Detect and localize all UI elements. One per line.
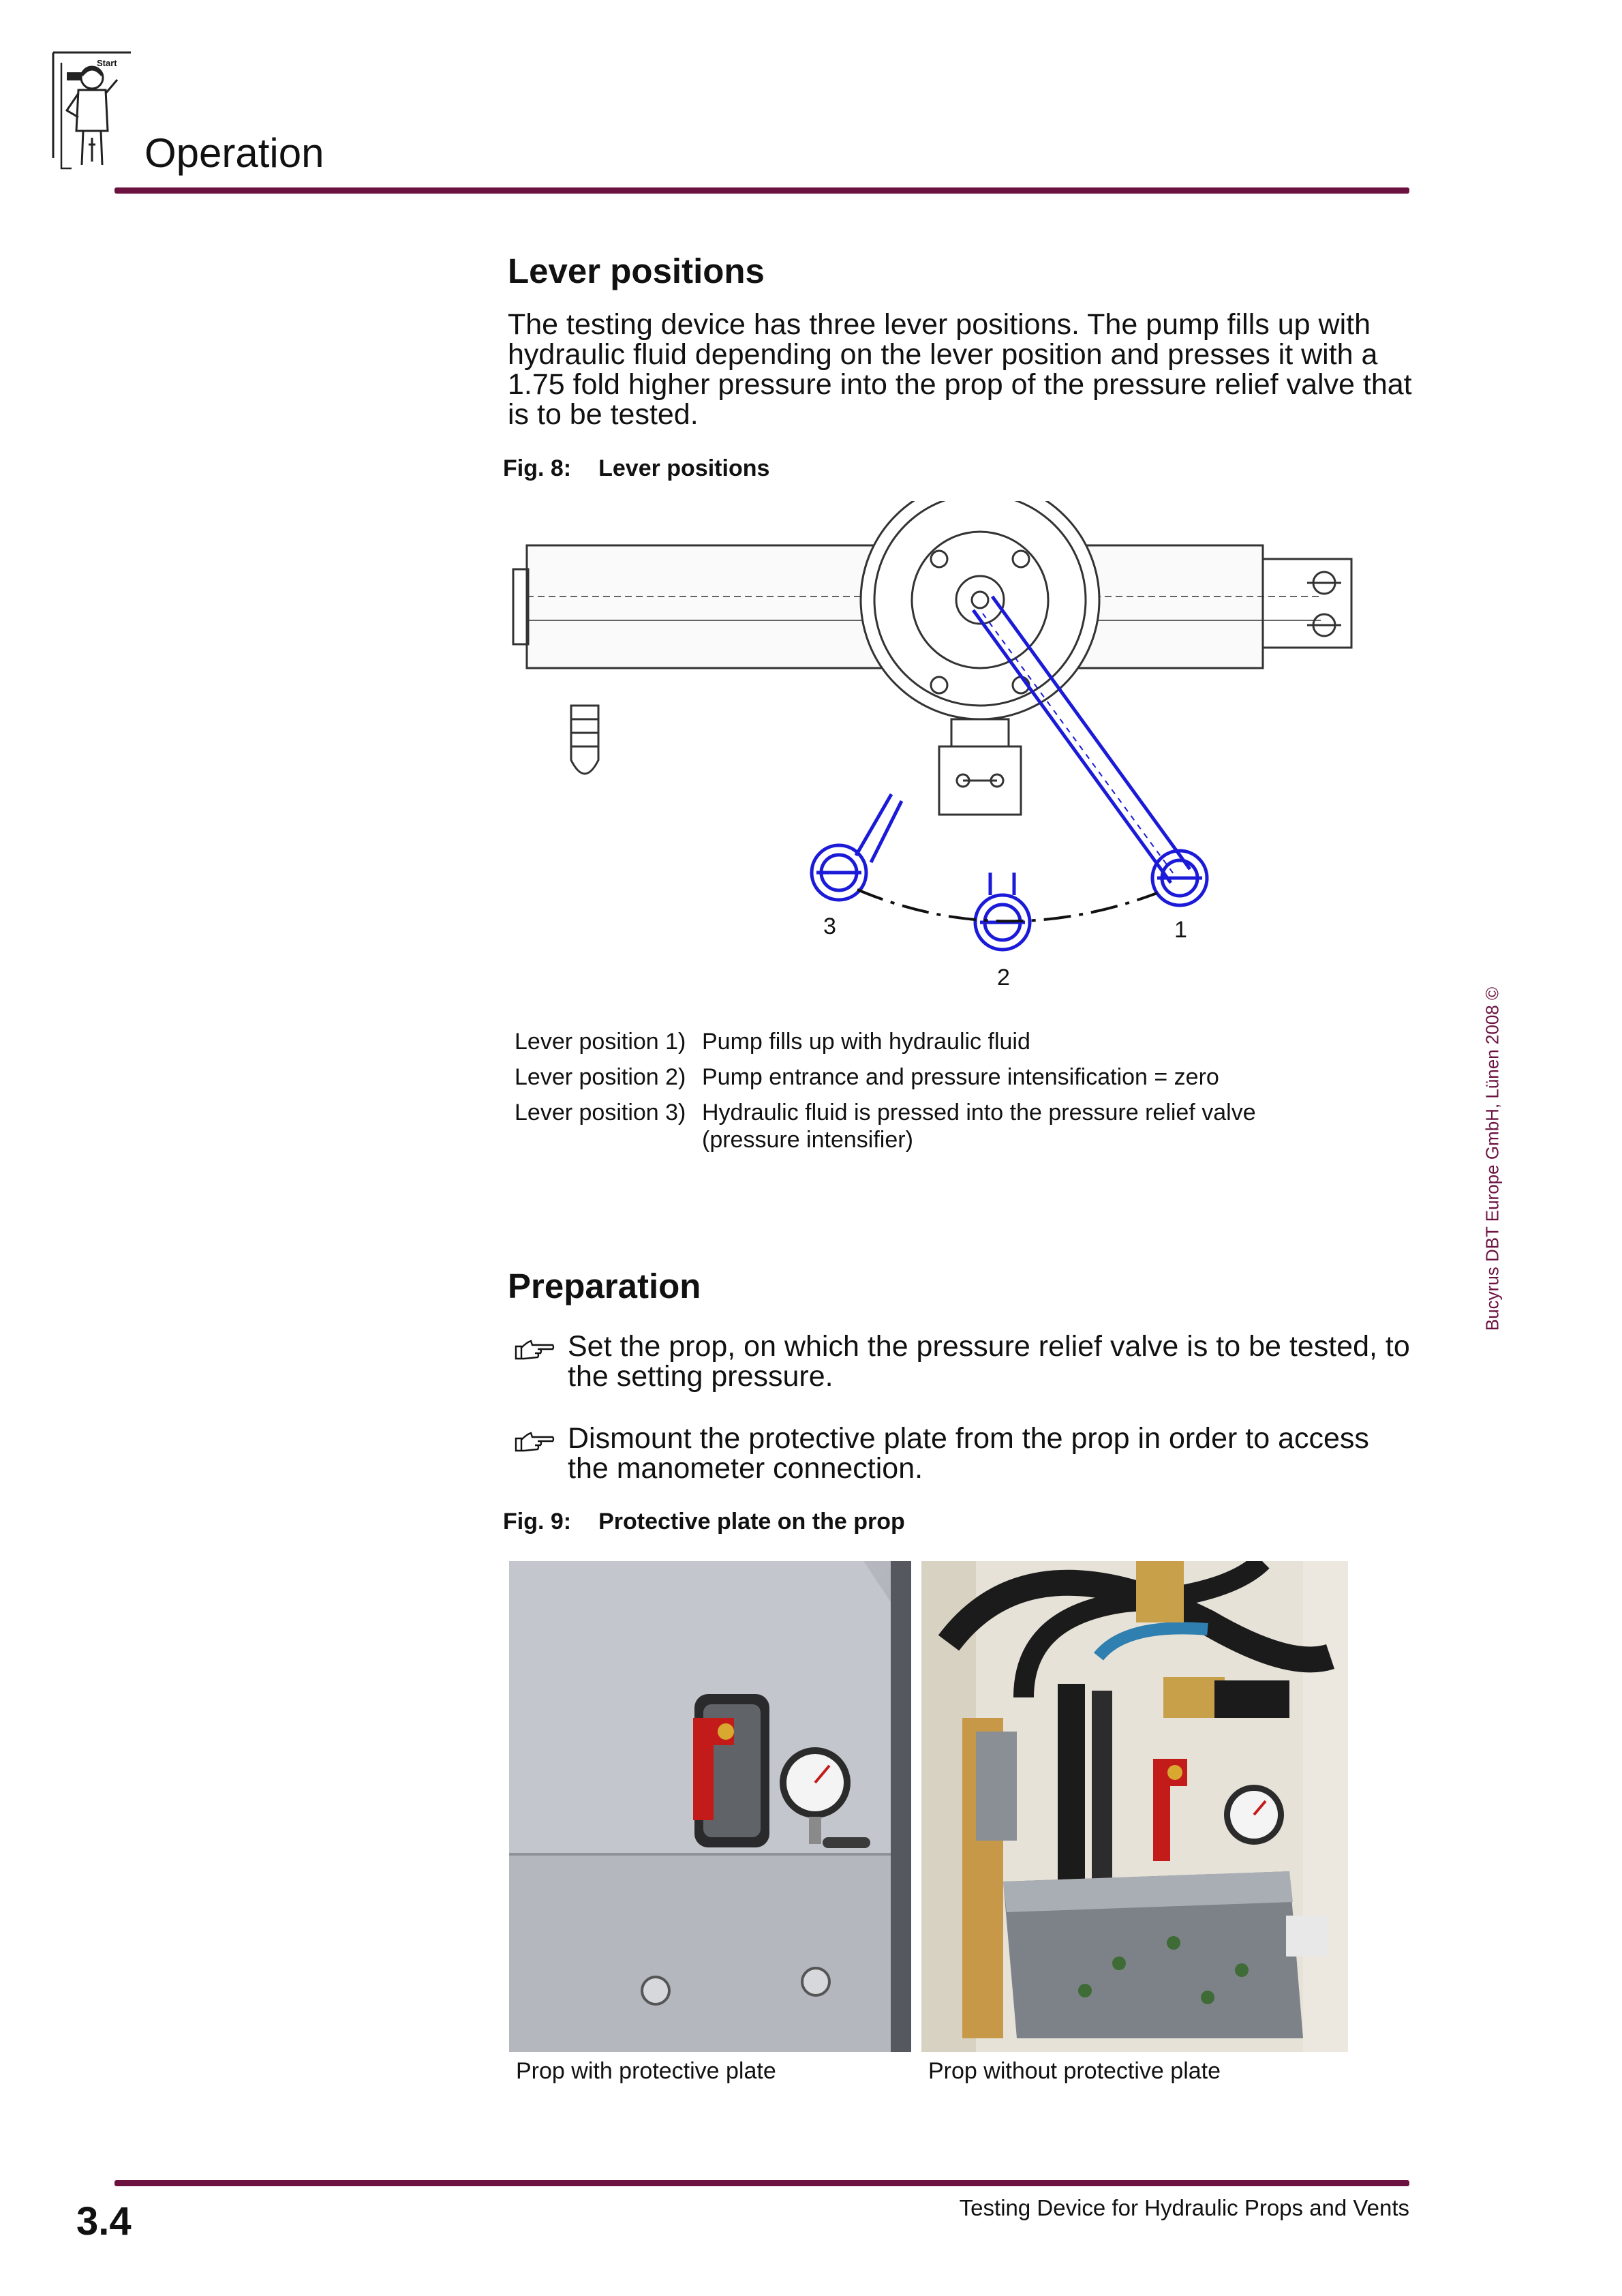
footer-rule xyxy=(114,2180,1409,2186)
lever-position-key: Lever position 3) xyxy=(515,1100,686,1126)
figure-9-number: Fig. 9: xyxy=(503,1509,572,1535)
preparation-step: Dismount the protective plate from the p… xyxy=(508,1423,1414,1483)
photo-caption-without-plate: Prop without protective plate xyxy=(928,2058,1221,2084)
lever-position-key: Lever position 2) xyxy=(515,1064,686,1090)
lever-position-text: Hydraulic fluid is pressed into the pres… xyxy=(702,1100,1256,1153)
figure-9-caption: Fig. 9: Protective plate on the prop xyxy=(503,1509,905,1535)
lever-position-1-label: 1 xyxy=(1174,917,1187,943)
page-number: 3.4 xyxy=(76,2199,132,2244)
copyright-text: Bucyrus DBT Europe GmbH, Lünen 2008 © xyxy=(1482,986,1503,1331)
footer-document-title: Testing Device for Hydraulic Props and V… xyxy=(959,2195,1409,2220)
preparation-step: Set the prop, on which the pressure reli… xyxy=(508,1331,1414,1391)
figure-8-caption: Fig. 8: Lever positions xyxy=(503,455,769,482)
lever-positions-intro: The testing device has three lever posit… xyxy=(508,308,1412,431)
lever-position-text: Pump fills up with hydraulic fluid xyxy=(702,1029,1030,1055)
start-icon-label: Start xyxy=(97,58,117,68)
photo-prop-without-plate xyxy=(921,1561,1348,2052)
lever-position-3-label: 3 xyxy=(823,913,836,939)
start-operator-icon: Start xyxy=(48,49,136,185)
header-rule xyxy=(114,187,1409,194)
lever-positions-drawing: 3 1 2 xyxy=(503,479,1409,1006)
lever-position-row: Lever position 2) Pump entrance and pres… xyxy=(515,1063,1315,1091)
lever-position-key: Lever position 1) xyxy=(515,1029,686,1055)
lever-position-row: Lever position 1) Pump fills up with hyd… xyxy=(515,1028,1315,1055)
copyright-note: Bucyrus DBT Europe GmbH, Lünen 2008 © xyxy=(1472,982,1513,1336)
preparation-step-text: Dismount the protective plate from the p… xyxy=(568,1422,1369,1485)
preparation-heading: Preparation xyxy=(508,1267,701,1305)
figure-9-title: Protective plate on the prop xyxy=(598,1509,905,1535)
preparation-step-text: Set the prop, on which the pressure reli… xyxy=(568,1330,1410,1393)
lever-positions-heading: Lever positions xyxy=(508,252,765,290)
photo-caption-with-plate: Prop with protective plate xyxy=(516,2058,776,2084)
figure-8-number: Fig. 8: xyxy=(503,455,572,481)
pointing-hand-icon xyxy=(508,1331,568,1391)
lever-position-list: Lever position 1) Pump fills up with hyd… xyxy=(515,1028,1315,1162)
pointing-hand-icon xyxy=(508,1423,568,1483)
figure-8-title: Lever positions xyxy=(598,455,770,481)
photo-prop-with-plate xyxy=(509,1561,911,2052)
lever-position-text: Pump entrance and pressure intensificati… xyxy=(702,1064,1219,1090)
page-section-title: Operation xyxy=(144,130,324,176)
lever-position-row: Lever position 3) Hydraulic fluid is pre… xyxy=(515,1099,1315,1153)
lever-position-2-label: 2 xyxy=(997,965,1010,991)
